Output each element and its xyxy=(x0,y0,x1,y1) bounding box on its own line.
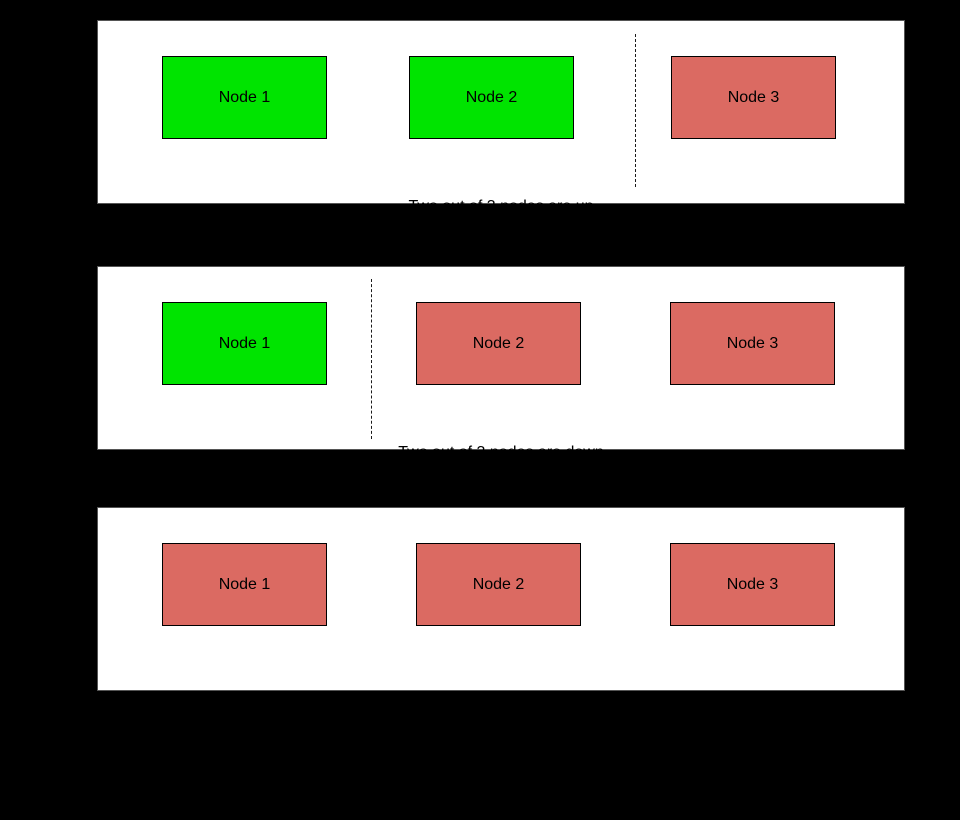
partition-divider-line xyxy=(371,279,372,439)
node-box-3: Node 3 xyxy=(670,543,835,626)
caption-line-1: Two out of 3 nodes are up xyxy=(408,198,594,215)
caption-line-1: Two out of 3 nodes are down xyxy=(398,444,604,461)
node-label: Node 1 xyxy=(218,575,271,593)
node-box-1: Node 1 xyxy=(162,302,327,385)
cluster-quorum-diagram: Node 1 Node 2 Node 3 Two out of 3 nodes … xyxy=(97,20,905,773)
scenario-caption: All Nodes are down Majority Fails & Clus… xyxy=(98,644,904,820)
node-label: Node 3 xyxy=(726,334,779,352)
node-label: Node 1 xyxy=(218,334,271,352)
node-label: Node 2 xyxy=(465,88,518,106)
scenario-panel-all-down: Node 1 Node 2 Node 3 All Nodes are down … xyxy=(97,507,905,773)
node-box-3: Node 3 xyxy=(670,302,835,385)
node-box-3: Node 3 xyxy=(671,56,836,139)
partition-divider-line xyxy=(635,34,636,187)
caption-line-2: Majority Fails & Cluster Stops xyxy=(396,756,606,773)
node-label: Node 2 xyxy=(472,575,525,593)
node-box-2: Node 2 xyxy=(416,543,581,626)
node-label: Node 3 xyxy=(726,575,779,593)
scenario-panel-two-down: Node 1 Node 2 Node 3 Two out of 3 nodes … xyxy=(97,266,905,527)
node-label: Node 1 xyxy=(218,88,271,106)
node-box-1: Node 1 xyxy=(162,56,327,139)
node-box-2: Node 2 xyxy=(409,56,574,139)
node-label: Node 2 xyxy=(472,334,525,352)
scenario-panel-two-up: Node 1 Node 2 Node 3 Two out of 3 nodes … xyxy=(97,20,905,281)
caption-line-1: All Nodes are down xyxy=(431,690,571,707)
node-box-1: Node 1 xyxy=(162,543,327,626)
node-label: Node 3 xyxy=(727,88,780,106)
node-box-2: Node 2 xyxy=(416,302,581,385)
